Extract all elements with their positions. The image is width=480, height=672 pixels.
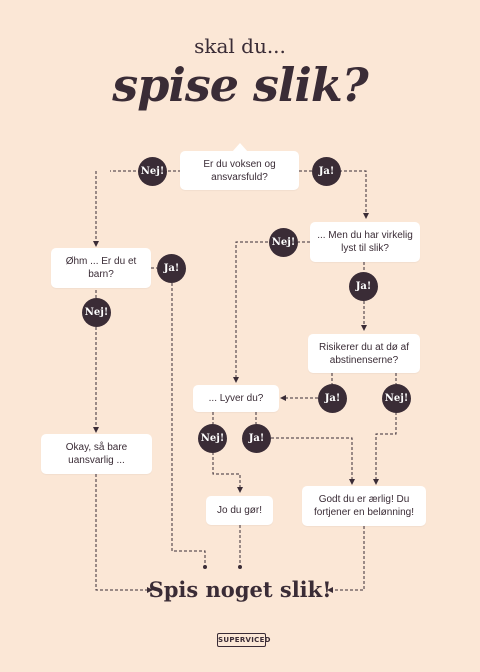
answer-child-nej: Nej!	[82, 298, 111, 327]
question-child-text: Øhm ... Er du et barn?	[65, 256, 137, 280]
answer-want-nej: Nej!	[269, 228, 298, 257]
question-want-text: ... Men du har virkelig lyst til slik?	[317, 230, 413, 254]
question-want-box: ... Men du har virkelig lyst til slik?	[310, 222, 420, 262]
diagram-title: spise slik?	[112, 58, 368, 112]
connector-nej-to-lie	[235, 241, 268, 380]
answer-lie-ja: Ja!	[242, 424, 271, 453]
answer-die-ja: Ja!	[318, 384, 347, 413]
answer-want-ja: Ja!	[349, 272, 378, 301]
question-adult-box: Er du voksen og ansvarsfuld?	[180, 151, 299, 190]
connector-ja-to-honest	[271, 437, 353, 482]
answer-die-nej: Nej!	[382, 384, 411, 413]
connector-ja-to-final	[171, 283, 206, 566]
diagram-subtitle: skal du...	[194, 34, 286, 58]
question-adult-text: Er du voksen og ansvarsfuld?	[203, 158, 276, 183]
answer-adult-nej: Nej!	[138, 157, 167, 186]
connector-nej-to-youdo	[212, 452, 241, 490]
connector-irresponsible-to-final	[95, 474, 150, 591]
outcome-you-do-box: Jo du gør!	[206, 496, 273, 525]
brand-logo: SUPERVICED	[217, 633, 270, 647]
answer-adult-ja: Ja!	[312, 157, 341, 186]
outcome-irresponsible-text: Okay, så bare uansvarlig ...	[65, 442, 128, 466]
question-child-box: Øhm ... Er du et barn?	[51, 248, 151, 288]
question-die-box: Risikerer du at dø af abstinenserne?	[308, 334, 420, 373]
outcome-irresponsible-box: Okay, så bare uansvarlig ...	[41, 434, 152, 474]
connector-nej-to-honest	[375, 412, 397, 482]
final-outcome: Spis noget slik!	[148, 577, 332, 602]
answer-child-ja: Ja!	[157, 254, 186, 283]
question-lie-text: ... Lyver du?	[208, 393, 264, 404]
question-lie-box: ... Lyver du?	[193, 385, 279, 412]
answer-lie-nej: Nej!	[198, 424, 227, 453]
outcome-you-do-text: Jo du gør!	[216, 505, 263, 516]
connector-honest-to-final	[330, 526, 365, 591]
outcome-honest-text: Godt du er ærlig! Du fortjener en belønn…	[313, 494, 415, 518]
question-die-text: Risikerer du at dø af abstinenserne?	[318, 341, 410, 366]
outcome-honest-box: Godt du er ærlig! Du fortjener en belønn…	[302, 486, 426, 526]
